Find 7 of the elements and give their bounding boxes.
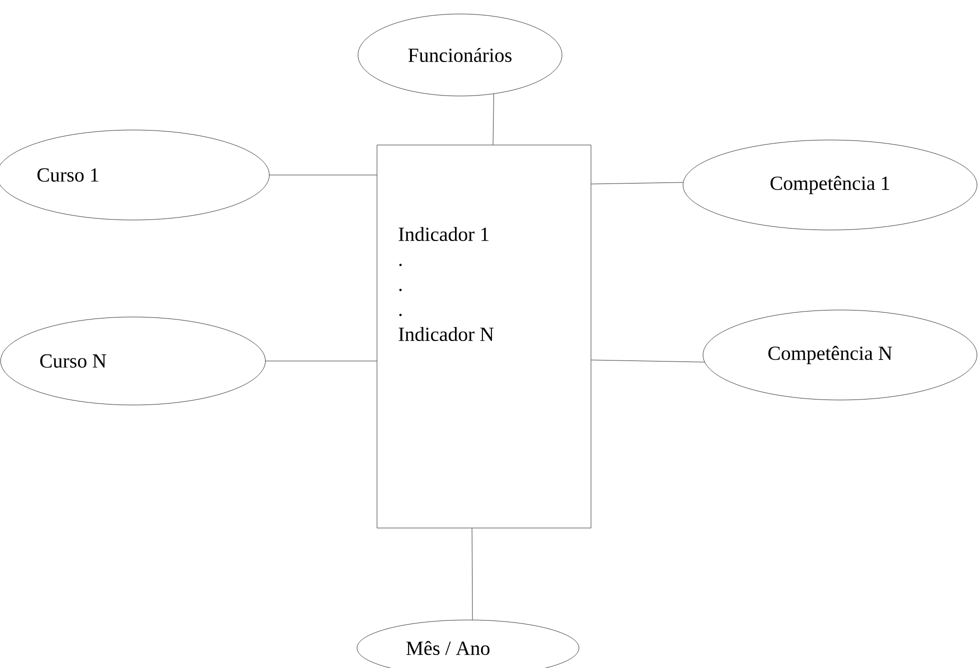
rectangle-box: Indicador 1 . . . Indicador N <box>376 144 592 528</box>
connector-line <box>591 360 705 362</box>
connector-line <box>269 174 377 176</box>
connector-line <box>591 182 684 184</box>
connector-line <box>265 360 377 362</box>
connector-line <box>492 94 494 145</box>
connector-line <box>472 528 473 620</box>
